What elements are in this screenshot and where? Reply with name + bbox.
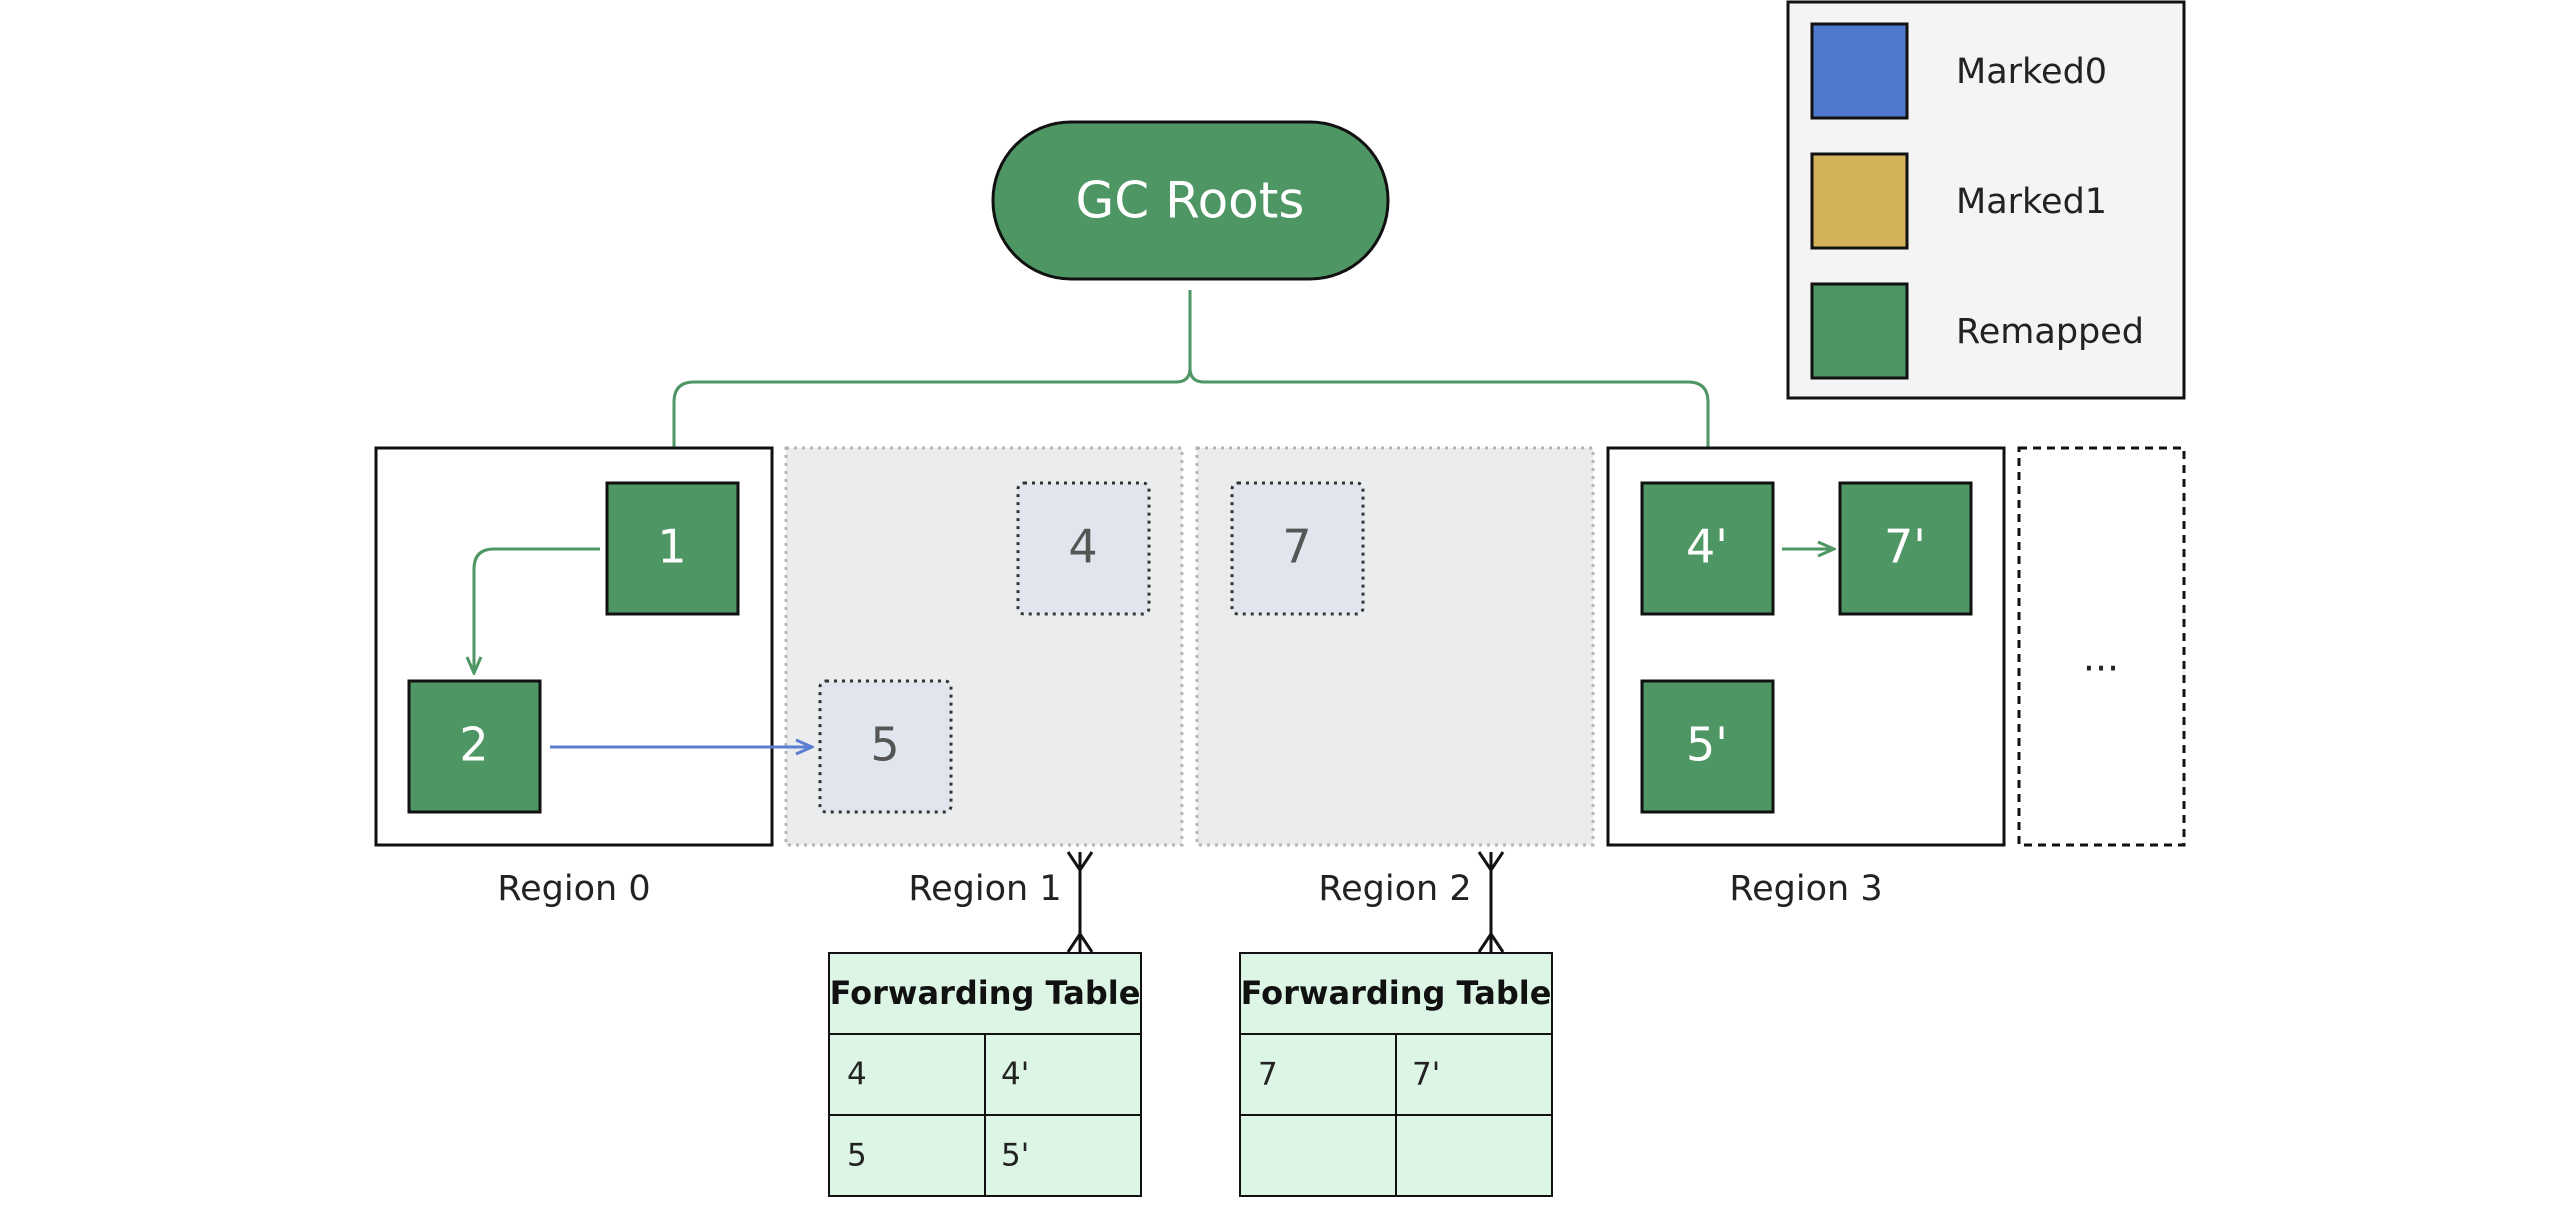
object-7-prime: 7': [1838, 481, 1973, 616]
legend-swatch-marked0: [1810, 22, 1909, 120]
ref-arrow-1-to-2: [474, 547, 600, 673]
object-7-stale: 7: [1230, 481, 1365, 616]
object-5-prime: 5': [1640, 679, 1775, 814]
legend-swatch-marked1: [1810, 152, 1909, 250]
forwarding-table-1-title: Forwarding Table: [830, 974, 1141, 1012]
forwarding-table-2-cell: 7: [1258, 1057, 1278, 1093]
object-5-prime-label: 5': [1686, 718, 1728, 772]
gc-roots-label: GC Roots: [1076, 172, 1305, 230]
object-2-label: 2: [459, 718, 488, 772]
legend-label-marked1: Marked1: [1956, 182, 2107, 222]
object-4-prime-label: 4': [1686, 520, 1728, 574]
object-1-label: 1: [657, 520, 686, 574]
object-5-stale: 5: [818, 679, 953, 814]
forwarding-table-2-title: Forwarding Table: [1241, 974, 1552, 1012]
object-2: 2: [407, 679, 542, 814]
object-1: 1: [605, 481, 740, 616]
object-5-label: 5: [870, 718, 899, 772]
forwarding-table-2-cell: 7': [1412, 1057, 1440, 1093]
region-more: ...: [2017, 446, 2186, 847]
gc-roots-node: GC Roots: [991, 120, 1390, 281]
legend-label-remapped: Remapped: [1956, 312, 2144, 352]
object-7-label: 7: [1282, 520, 1311, 574]
legend-swatch-remapped: [1810, 282, 1909, 380]
forwarding-table-1-cell: 4: [847, 1057, 867, 1093]
legend-label-marked0: Marked0: [1956, 52, 2107, 92]
region-3-label: Region 3: [1729, 869, 1882, 909]
roots-brace-connector-right: [1188, 367, 1708, 476]
region-2-table-connector: [1477, 851, 1505, 953]
region-more-ellipsis: ...: [2083, 636, 2119, 680]
object-4-label: 4: [1068, 520, 1097, 574]
legend: Marked0 Marked1 Remapped: [1786, 0, 2186, 400]
region-0-label: Region 0: [497, 869, 650, 909]
forwarding-table-1-cell: 5: [847, 1138, 867, 1174]
object-4-stale: 4: [1016, 481, 1151, 616]
forwarding-table-region-2: Forwarding Table 7 7': [1239, 952, 1553, 1197]
forwarding-table-1-cell: 5': [1001, 1138, 1029, 1174]
region-1-label: Region 1: [908, 869, 1061, 909]
region-2-label: Region 2: [1318, 869, 1471, 909]
region-1-table-connector: [1066, 851, 1094, 953]
forwarding-table-region-1: Forwarding Table 4 4' 5 5': [828, 952, 1142, 1197]
forwarding-table-1-cell: 4': [1001, 1057, 1029, 1093]
object-7-prime-label: 7': [1884, 520, 1926, 574]
object-4-prime: 4': [1640, 481, 1775, 616]
